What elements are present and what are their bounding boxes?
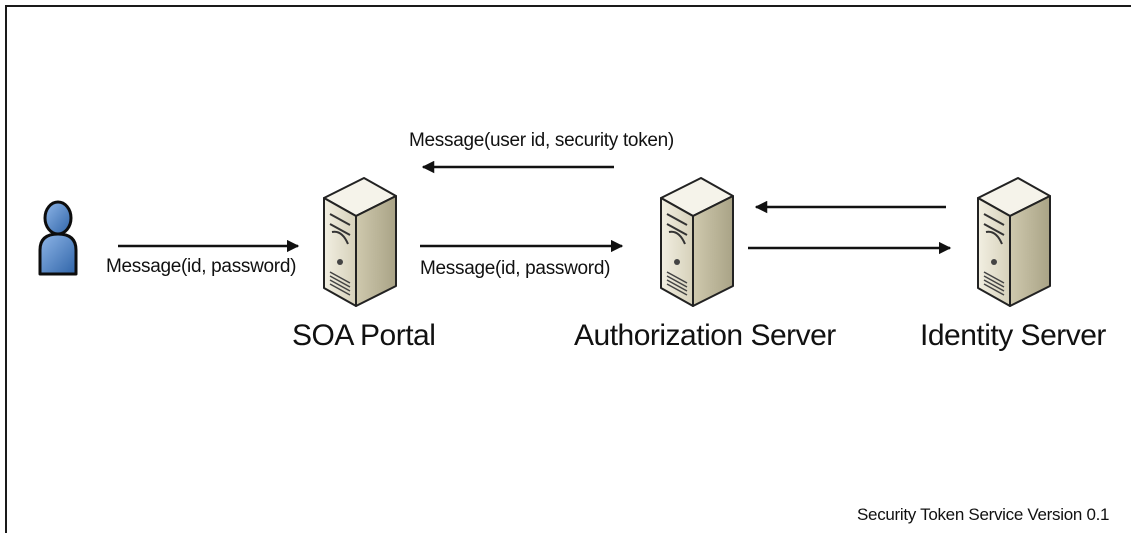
node-label-authorization-server: Authorization Server (574, 319, 836, 352)
message-label-auth-to-portal: Message(user id, security token) (409, 130, 674, 151)
user-icon (38, 200, 78, 276)
message-label-user-to-portal: Message(id, password) (106, 256, 297, 277)
server-icon (323, 177, 397, 307)
version-label: Security Token Service Version 0.1 (857, 505, 1110, 524)
message-label-portal-to-auth: Message(id, password) (420, 258, 611, 279)
node-label-soa-portal: SOA Portal (292, 319, 436, 352)
server-icon (660, 177, 734, 307)
diagram-frame (5, 5, 1131, 533)
server-icon (977, 177, 1051, 307)
node-label-identity-server: Identity Server (920, 319, 1106, 352)
